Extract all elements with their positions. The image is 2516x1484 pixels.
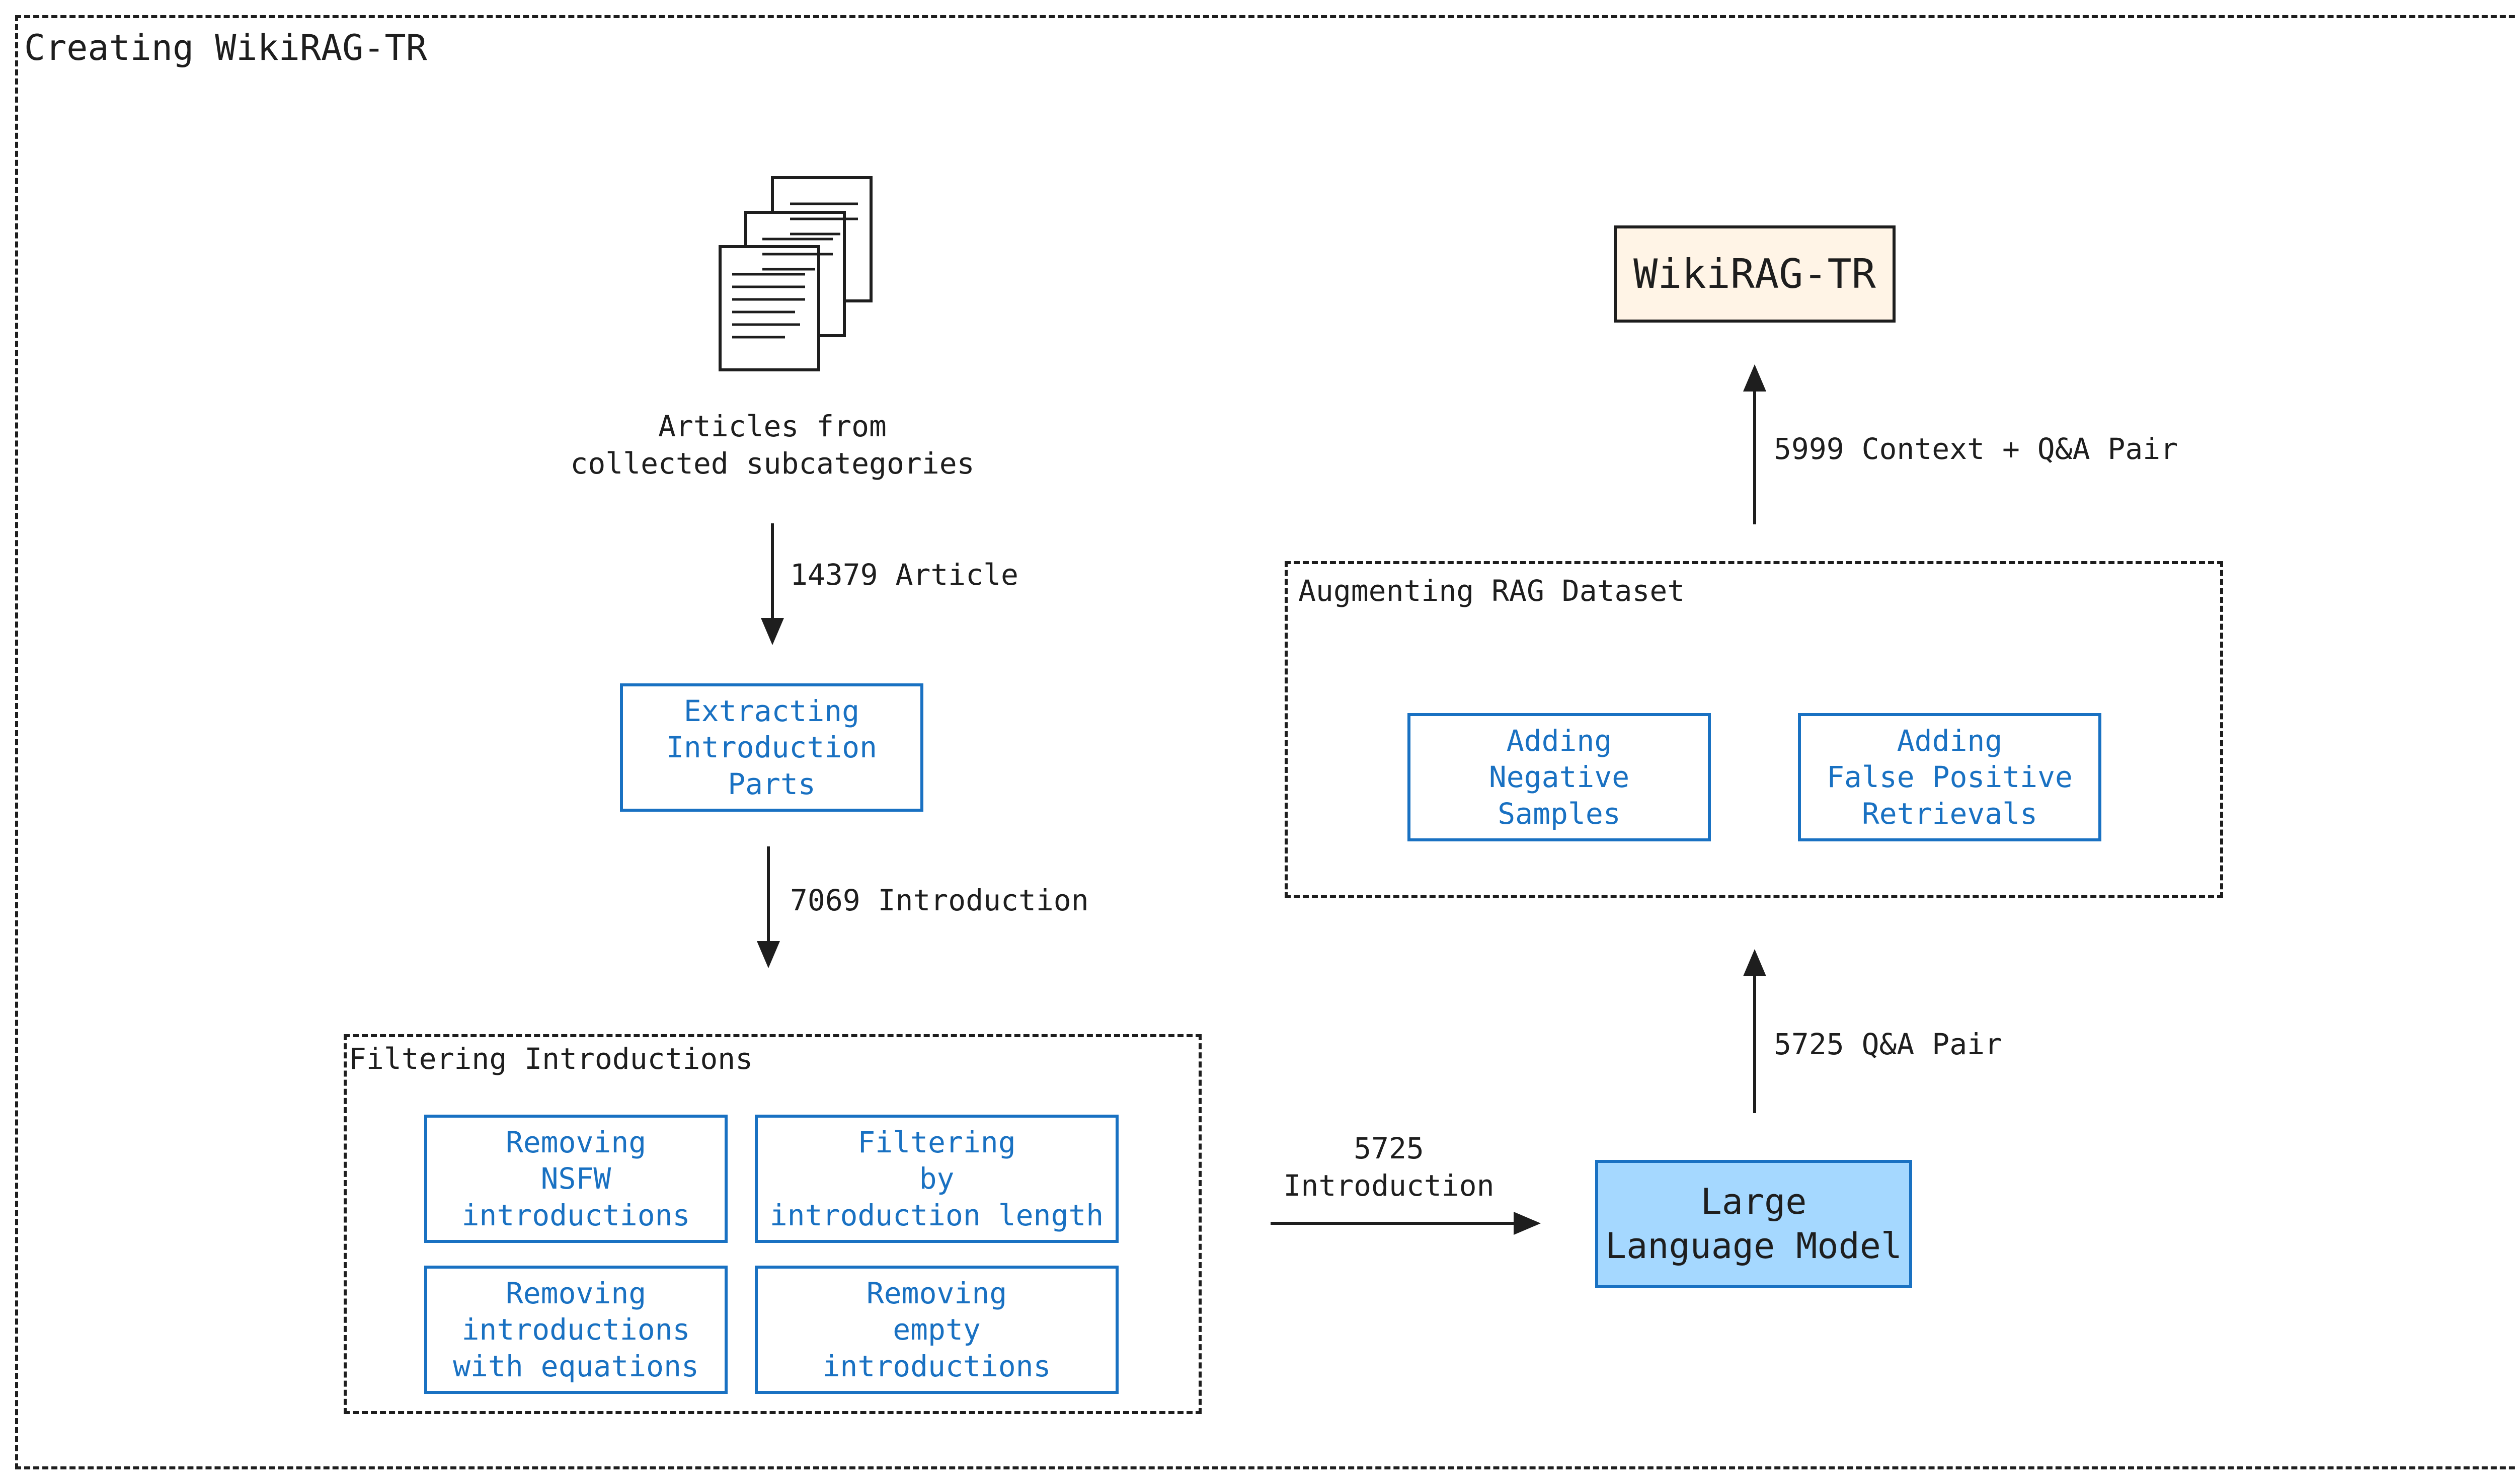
filtering-group-title: Filtering Introductions bbox=[349, 1042, 753, 1076]
arrowhead-llm bbox=[1743, 949, 1766, 976]
arrowhead-augment bbox=[1743, 364, 1766, 392]
edge-label-filtered: 5725 Introduction bbox=[1283, 1131, 1495, 1203]
augment-step-false-positive: Adding False Positive Retrievals bbox=[1798, 713, 2101, 841]
filter-step-nsfw: Removing NSFW introductions bbox=[424, 1115, 728, 1243]
arrowhead-articles bbox=[761, 618, 784, 645]
edge-label-introductions: 7069 Introduction bbox=[790, 883, 1089, 917]
large-language-model-box: Large Language Model bbox=[1595, 1160, 1912, 1288]
articles-source-label: Articles from collected subcategories bbox=[570, 409, 975, 481]
edge-label-final: 5999 Context + Q&A Pair bbox=[1774, 432, 2178, 466]
filter-step-length: Filtering by introduction length bbox=[755, 1115, 1119, 1243]
augmenting-group-title: Augmenting RAG Dataset bbox=[1298, 574, 1685, 608]
augmenting-group-frame bbox=[1285, 561, 2223, 898]
filter-step-empty: Removing empty introductions bbox=[755, 1266, 1119, 1394]
outer-group-frame bbox=[15, 15, 2516, 1469]
edge-label-articles: 14379 Article bbox=[790, 558, 1018, 592]
outer-group-title: Creating WikiRAG-TR bbox=[24, 27, 427, 68]
augment-step-negative-samples: Adding Negative Samples bbox=[1407, 713, 1711, 841]
extracting-introduction-box: Extracting Introduction Parts bbox=[620, 683, 923, 812]
wikirag-tr-result-box: WikiRAG-TR bbox=[1614, 225, 1896, 323]
edge-label-qa-pairs: 5725 Q&A Pair bbox=[1774, 1027, 2002, 1061]
arrowhead-filtering bbox=[1514, 1212, 1541, 1235]
filtering-group-frame bbox=[344, 1034, 1202, 1414]
documents-icon bbox=[719, 176, 873, 371]
filter-step-equations: Removing introductions with equations bbox=[424, 1266, 728, 1394]
arrowhead-extract bbox=[757, 941, 780, 968]
